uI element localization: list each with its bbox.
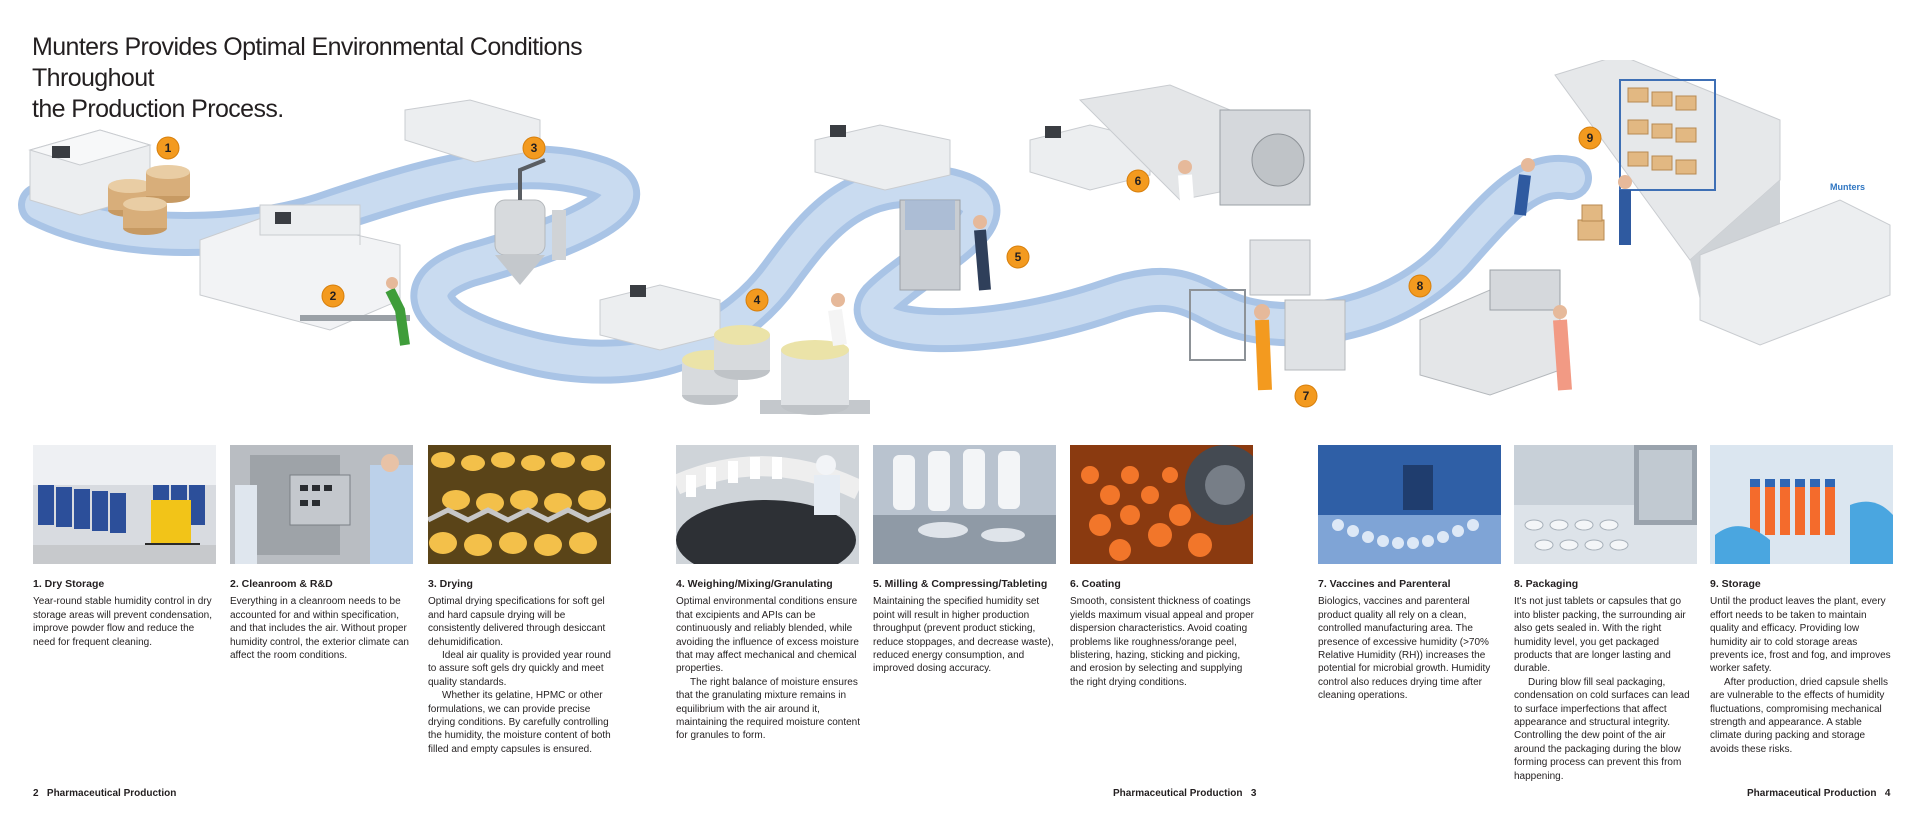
step-4-description: 4. Weighing/Mixing/Granulating Optimal e…	[676, 578, 860, 743]
step-9-paragraph-2: After production, dried capsule shells a…	[1710, 676, 1888, 755]
step-7-paragraph-1: Biologics, vaccines and parenteral produ…	[1318, 596, 1491, 702]
step-6-description: 6. Coating Smooth, consistent thickness …	[1070, 578, 1254, 689]
svg-text:3: 3	[531, 141, 538, 155]
process-illustration: Munters 1 2 3 4 5 6 7 8 9	[18, 60, 1891, 415]
step-5-paragraph-1: Maintaining the specified humidity set p…	[873, 596, 1054, 675]
headline-line-1: Munters Provides Optimal Environmental C…	[32, 33, 583, 92]
stage-7-vaccines	[1189, 239, 1346, 391]
badge-2: 2	[321, 284, 345, 308]
step-9-paragraph-1: Until the product leaves the plant, ever…	[1710, 596, 1891, 675]
badge-1: 1	[156, 136, 180, 160]
svg-text:8: 8	[1417, 279, 1424, 293]
svg-text:2: 2	[330, 289, 337, 303]
badge-8: 8	[1408, 274, 1432, 298]
stage-3-drying	[404, 99, 566, 285]
step-9-description: 9. Storage Until the product leaves the …	[1710, 578, 1894, 756]
photo-weighing-mixing	[676, 445, 859, 564]
step-3-description: 3. Drying Optimal drying specifications …	[428, 578, 612, 756]
step-8-description: 8. Packaging It's not just tablets or ca…	[1514, 578, 1698, 783]
footer-page-3: Pharmaceutical Production 3	[1113, 788, 1257, 799]
step-8-paragraph-1: It's not just tablets or capsules that g…	[1514, 596, 1686, 675]
stage-1-dry-storage	[28, 129, 190, 235]
step-2-description: 2. Cleanroom & R&D Everything in a clean…	[230, 578, 414, 662]
stage-4-mixing	[599, 284, 870, 415]
step-7-title: 7. Vaccines and Parenteral	[1318, 578, 1451, 590]
step-1-paragraph-1: Year-round stable humidity control in dr…	[33, 596, 212, 648]
photo-vaccines	[1318, 445, 1501, 564]
step-8-paragraph-2: During blow fill seal packaging, condens…	[1514, 676, 1690, 782]
munters-logo: Munters	[1830, 182, 1865, 192]
badge-3: 3	[522, 136, 546, 160]
step-2-paragraph-1: Everything in a cleanroom needs to be ac…	[230, 596, 409, 662]
step-6-title: 6. Coating	[1070, 578, 1121, 590]
step-8-title: 8. Packaging	[1514, 578, 1579, 590]
footer-page-2: 2 Pharmaceutical Production	[33, 788, 177, 799]
step-4-paragraph-2: The right balance of moisture ensures th…	[676, 676, 860, 742]
svg-text:6: 6	[1135, 174, 1142, 188]
stage-6-coating	[1029, 84, 1311, 216]
page-headline: Munters Provides Optimal Environmental C…	[32, 32, 592, 125]
step-9-title: 9. Storage	[1710, 578, 1761, 590]
step-4-paragraph-1: Optimal environmental conditions ensure …	[676, 596, 859, 675]
step-7-description: 7. Vaccines and Parenteral Biologics, va…	[1318, 578, 1502, 703]
svg-text:7: 7	[1303, 389, 1310, 403]
footer-page-4: Pharmaceutical Production 4	[1747, 788, 1891, 799]
step-1-title: 1. Dry Storage	[33, 578, 105, 590]
badge-9: 9	[1578, 126, 1602, 150]
step-3-paragraph-1: Optimal drying specifications for soft g…	[428, 596, 606, 648]
svg-text:4: 4	[754, 293, 761, 307]
photo-storage	[1710, 445, 1893, 564]
badge-6: 6	[1126, 169, 1150, 193]
svg-text:5: 5	[1015, 250, 1022, 264]
photo-packaging	[1514, 445, 1697, 564]
step-2-title: 2. Cleanroom & R&D	[230, 578, 333, 590]
svg-text:9: 9	[1587, 131, 1594, 145]
stage-9-storage: Munters	[1514, 60, 1891, 346]
step-badges: 1 2 3 4 5 6 7 8 9	[156, 126, 1602, 408]
step-6-paragraph-1: Smooth, consistent thickness of coatings…	[1070, 596, 1254, 688]
headline-line-2: the Production Process.	[32, 95, 284, 123]
stage-2-cleanroom	[199, 204, 410, 346]
step-5-description: 5. Milling & Compressing/Tableting Maint…	[873, 578, 1057, 676]
step-3-title: 3. Drying	[428, 578, 473, 590]
step-5-title: 5. Milling & Compressing/Tableting	[873, 578, 1048, 590]
photo-drying	[428, 445, 611, 564]
stage-5-tableting	[814, 124, 991, 291]
badge-4: 4	[745, 288, 769, 312]
photo-dry-storage	[33, 445, 216, 564]
step-1-description: 1. Dry Storage Year-round stable humidit…	[33, 578, 217, 649]
photo-coating	[1070, 445, 1253, 564]
svg-text:1: 1	[165, 141, 172, 155]
stage-8-packaging	[1419, 269, 1572, 396]
step-4-title: 4. Weighing/Mixing/Granulating	[676, 578, 833, 590]
photo-cleanroom	[230, 445, 413, 564]
step-3-paragraph-3: Whether its gelatine, HPMC or other form…	[428, 690, 611, 755]
step-3-paragraph-2: Ideal air quality is provided year round…	[428, 650, 611, 688]
photo-milling-tableting	[873, 445, 1056, 564]
badge-7: 7	[1294, 384, 1318, 408]
badge-5: 5	[1006, 245, 1030, 269]
